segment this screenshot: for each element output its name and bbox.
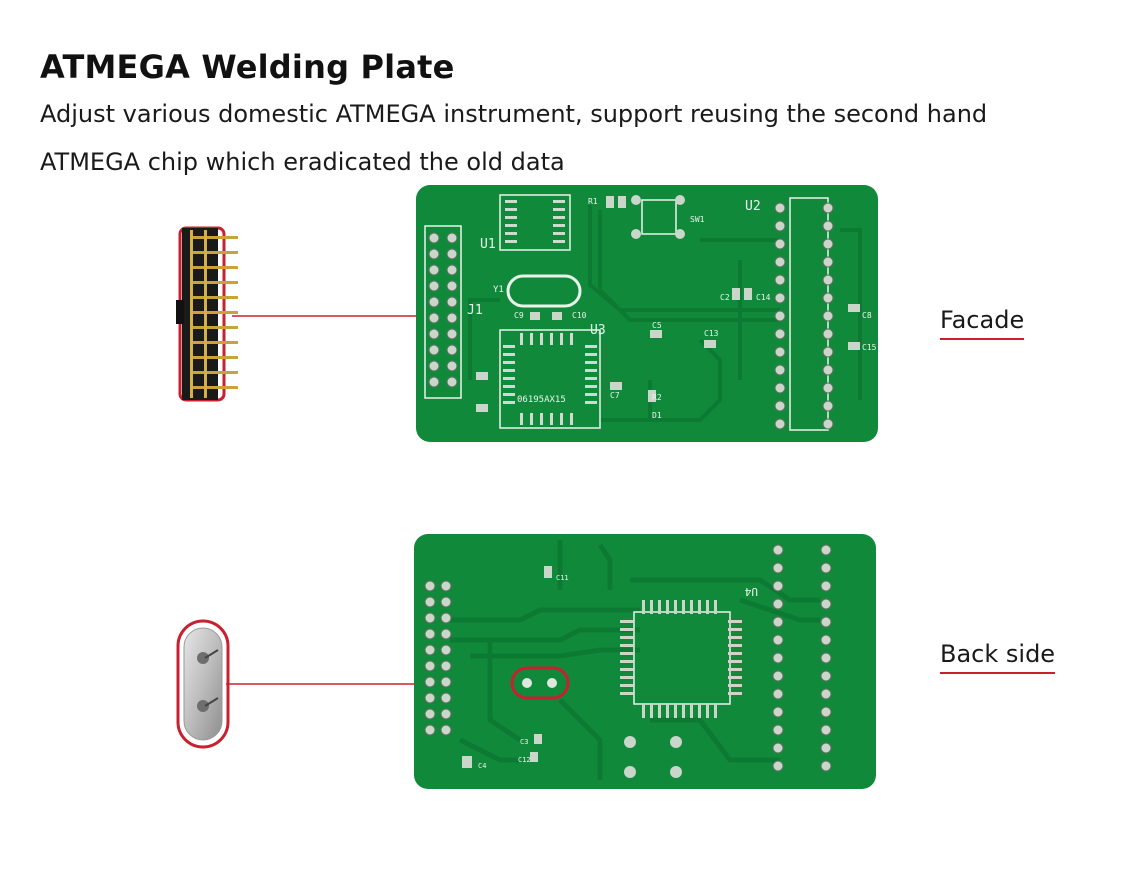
description-line-2: ATMEGA chip which eradicated the old dat… (40, 148, 565, 176)
facade-underline (940, 338, 1025, 340)
silk-c11: C11 (556, 574, 569, 582)
silk-j1: J1 (467, 303, 483, 318)
page-title: ATMEGA Welding Plate (40, 48, 455, 86)
silk-r2: R2 (652, 393, 662, 402)
silk-c2: C2 (720, 293, 730, 302)
silk-u2: U2 (745, 199, 761, 214)
silk-c3: C3 (520, 738, 528, 746)
silk-chip-code: 06195AX15 (517, 395, 566, 405)
silk-c10: C10 (572, 311, 587, 320)
pin-header-component (176, 226, 238, 402)
silk-y1: Y1 (493, 285, 504, 295)
silk-c15: C15 (862, 343, 877, 352)
crystal-component (176, 619, 230, 749)
silk-c12: C12 (518, 756, 531, 764)
silk-r1: R1 (588, 197, 598, 206)
back-side-callout: Back side (940, 640, 1056, 674)
back-side-underline (940, 672, 1056, 674)
facade-callout: Facade (940, 306, 1025, 340)
silk-c14: C14 (756, 293, 771, 302)
silk-c4: C4 (478, 762, 486, 770)
silk-u3: U3 (590, 323, 606, 338)
silk-u4: U4 (744, 585, 758, 598)
silk-c8: C8 (862, 311, 872, 320)
silk-sw1: SW1 (690, 215, 705, 224)
silk-u1: U1 (480, 237, 496, 252)
silk-d1: D1 (652, 411, 662, 420)
pcb-front: U1 U2 U3 J1 Y1 SW1 06195AX15 C2 C5 C7 C8… (416, 185, 878, 442)
silk-c13: C13 (704, 329, 719, 338)
pcb-back: U4 C11 C12 C3 C4 (414, 534, 876, 789)
silk-c7: C7 (610, 391, 620, 400)
facade-label-text: Facade (940, 306, 1025, 334)
silk-c9: C9 (514, 311, 524, 320)
description-line-1: Adjust various domestic ATMEGA instrumen… (40, 100, 988, 128)
silk-c5: C5 (652, 321, 662, 330)
back-side-label-text: Back side (940, 640, 1056, 668)
